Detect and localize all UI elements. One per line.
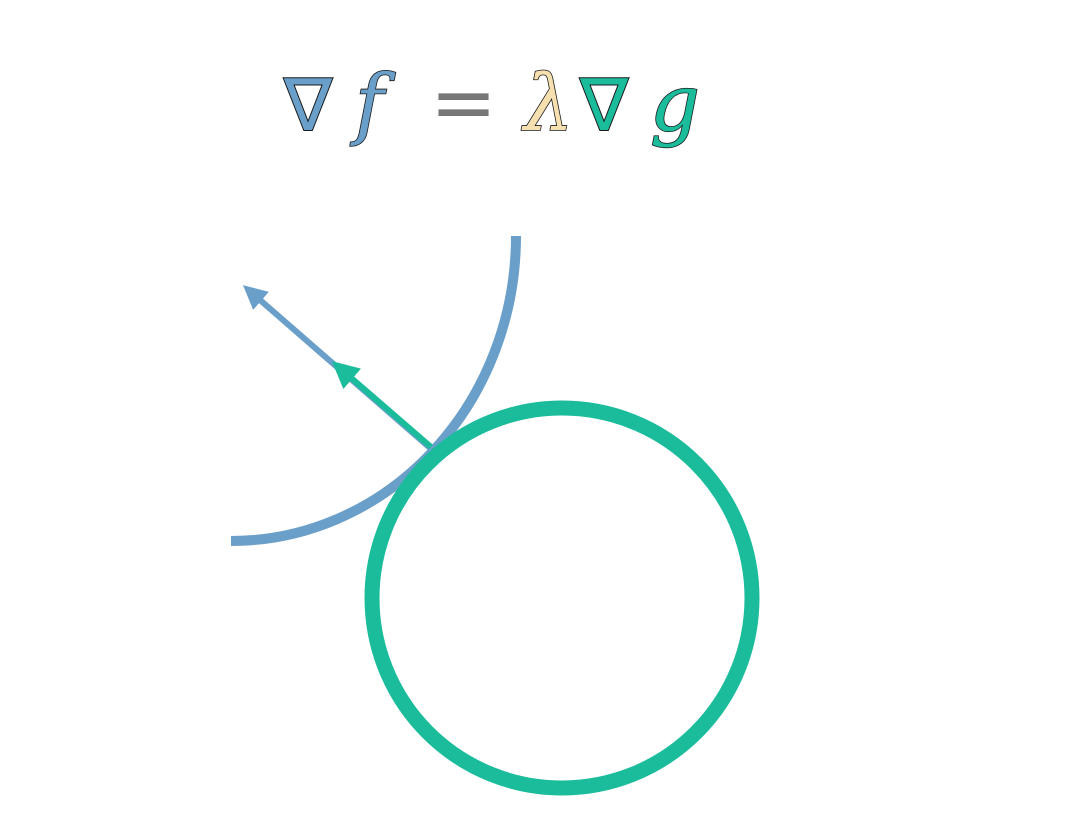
gradient-g-arrow: [331, 361, 433, 450]
nabla-g-symbol: ∇: [579, 63, 629, 147]
lambda-symbol: λ: [521, 59, 573, 149]
f-symbol: f: [350, 59, 396, 149]
equation: ∇ f = λ ∇ g: [282, 56, 701, 150]
nabla-f-symbol: ∇: [283, 63, 333, 147]
equals-symbol: =: [430, 56, 497, 149]
g-symbol: g: [650, 59, 700, 149]
constraint-circle: [364, 400, 760, 796]
f-level-curve: [230, 235, 521, 546]
